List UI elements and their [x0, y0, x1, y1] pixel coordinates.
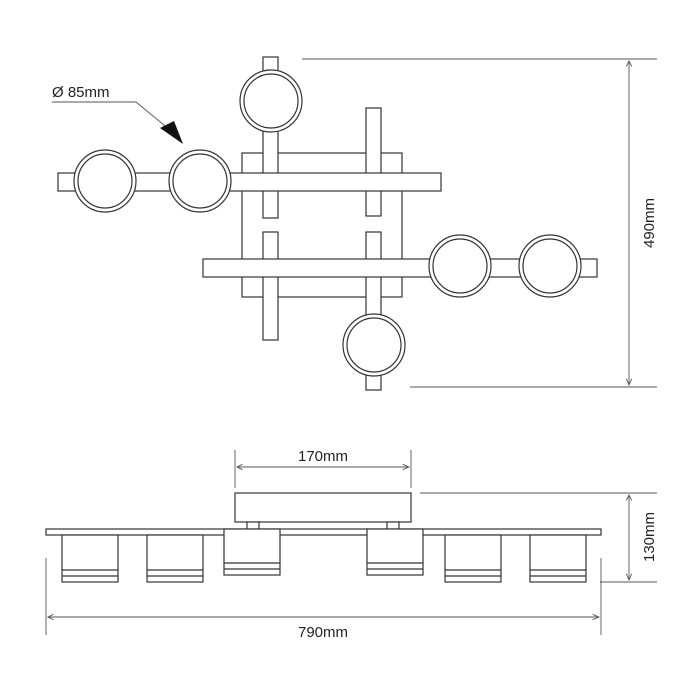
horizontal-bar	[202, 258, 598, 278]
top-view: Ø 85mm 490mm	[52, 56, 658, 391]
height-label: 490mm	[641, 198, 658, 248]
spotlight-heads	[61, 528, 587, 583]
vertical-bar	[262, 231, 279, 341]
canopy	[234, 492, 412, 523]
horizontal-bar	[57, 172, 442, 192]
arrow-icon	[160, 121, 183, 144]
canopy-width-label: 170mm	[298, 448, 348, 465]
diameter-label: Ø 85mm	[52, 84, 110, 101]
spotlights	[73, 69, 582, 377]
total-width-label: 790mm	[298, 624, 348, 641]
side-height-label: 130mm	[641, 512, 658, 562]
height-dimension: 490mm	[302, 58, 658, 388]
side-bar	[45, 528, 602, 536]
side-view: 170mm 790mm 130mm	[45, 448, 658, 641]
diameter-callout: Ø 85mm	[52, 84, 183, 144]
vertical-bar	[365, 107, 382, 217]
